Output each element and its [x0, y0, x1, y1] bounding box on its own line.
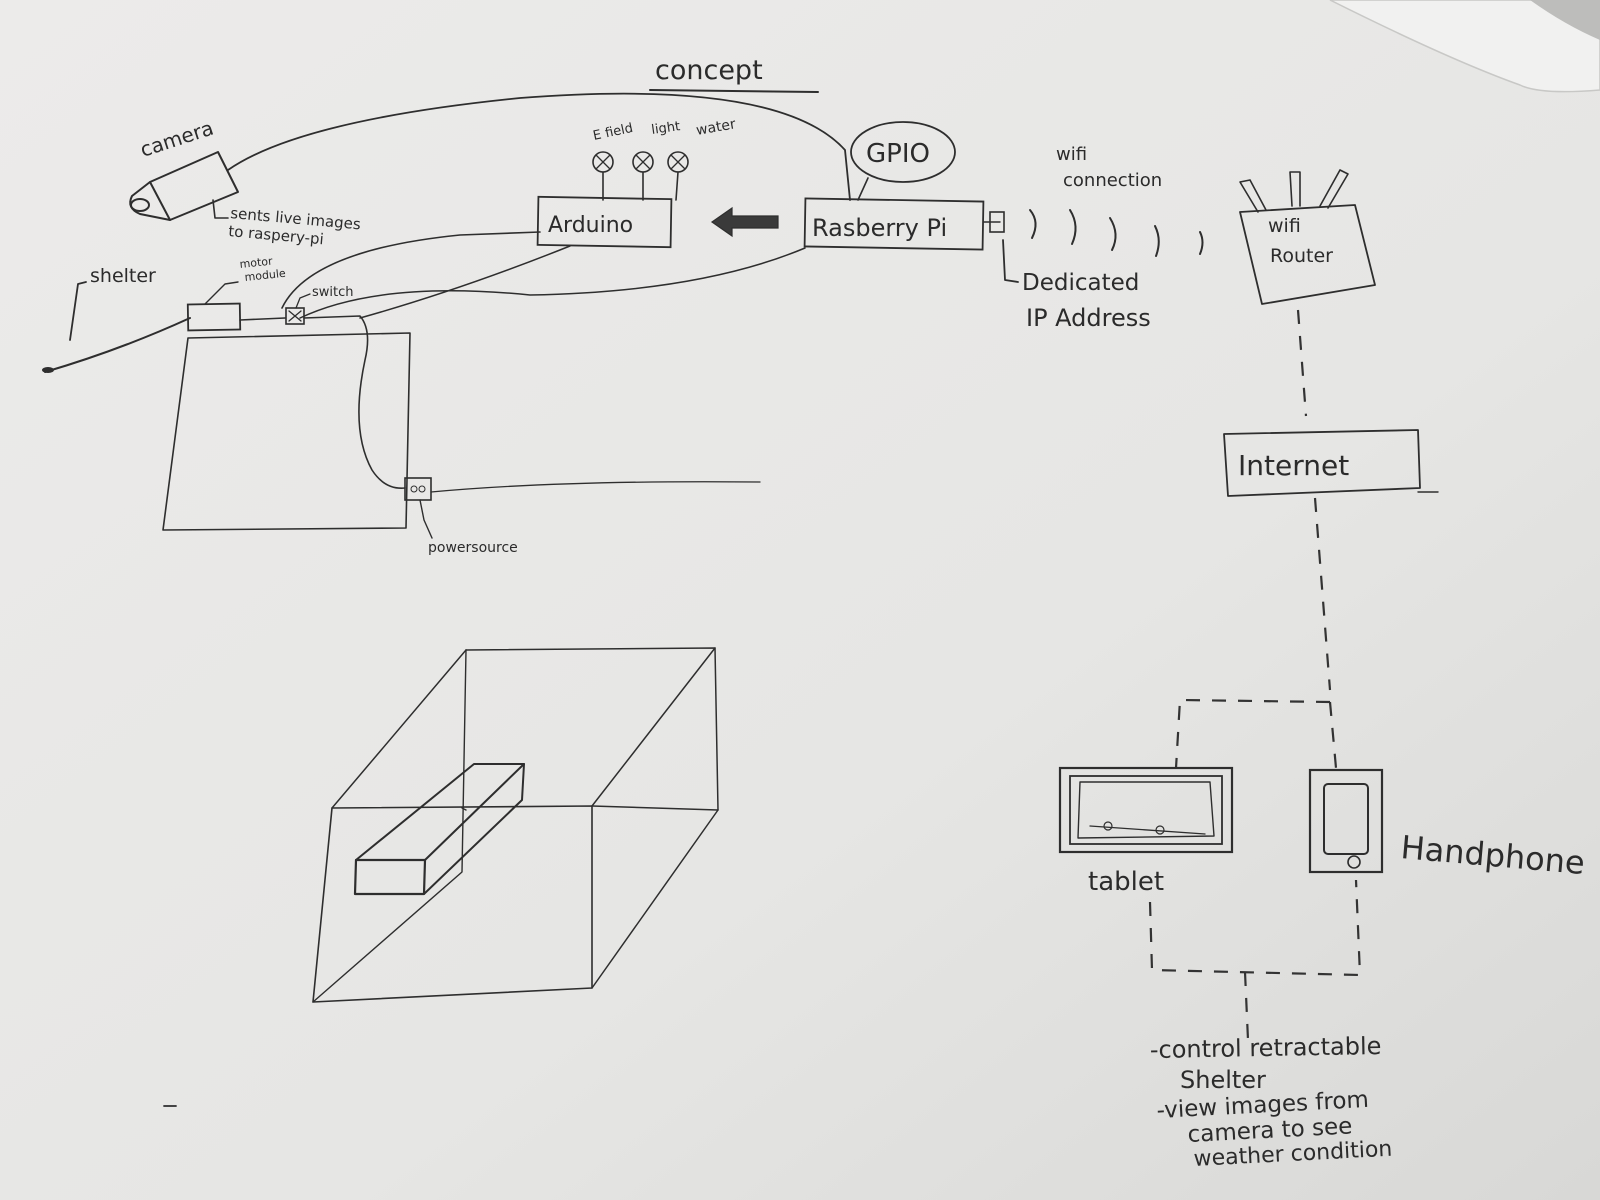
- wifi-connection-label2: connection: [1063, 170, 1162, 191]
- wifi-connection-label1: wifi: [1056, 144, 1087, 165]
- dedicated-ip-label2: IP Address: [1026, 304, 1151, 332]
- tablet-label: tablet: [1088, 867, 1164, 897]
- shelter-anchor: [42, 367, 54, 373]
- diagram-title: concept: [655, 55, 763, 86]
- arduino-label: Arduino: [548, 213, 633, 238]
- note-line1: -control retractable: [1150, 1032, 1382, 1064]
- internet-label: Internet: [1238, 449, 1349, 482]
- shelter-label: shelter: [90, 265, 156, 287]
- note-line2: Shelter: [1180, 1066, 1266, 1094]
- wifi-router-label2: Router: [1270, 245, 1333, 267]
- wifi-router-label1: wifi: [1268, 215, 1301, 237]
- gpio-label: GPIO: [866, 139, 930, 169]
- raspberry-pi-label: Rasberry Pi: [812, 214, 947, 242]
- switch-label: switch: [312, 285, 354, 300]
- dedicated-ip-label1: Dedicated: [1022, 270, 1139, 296]
- powersource-label: powersource: [428, 540, 518, 556]
